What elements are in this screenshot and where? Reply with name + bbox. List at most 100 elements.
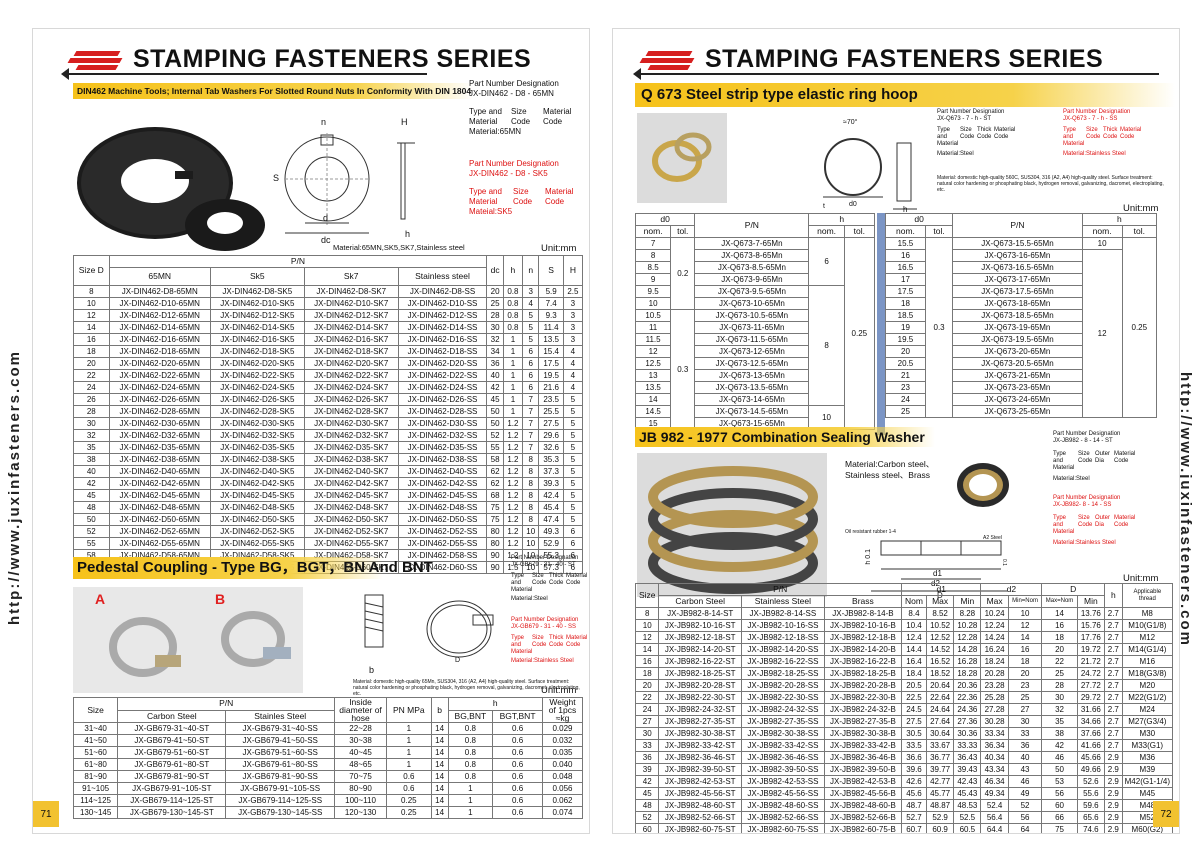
gb-unit: Unit:mm [541, 685, 577, 696]
table-cell: JX-DIN462-D16-SK5 [209, 333, 305, 346]
th-stainless: Stainles Steel [225, 709, 336, 723]
table-cell: JX-JB982-33-42-ST [658, 739, 742, 752]
table-cell: 1 [386, 722, 432, 735]
table-cell: JX-JB982-14-20-B [823, 643, 902, 656]
table-cell: 10 [1007, 607, 1043, 620]
table-cell: 18.28 [953, 667, 982, 680]
table-cell: JX-JB982-8-14-ST [658, 607, 742, 620]
table-cell: JX-DIN462-D20-SK7 [303, 357, 399, 370]
table-cell: JX-GB679-31~40-SS [225, 722, 336, 735]
jb-part-designation-2: Part Number Designation JX-JB982- 8 - 14… [1053, 495, 1173, 547]
table-cell: 9.5 [634, 285, 672, 298]
table-cell: 20 [1007, 667, 1043, 680]
table-cell: JX-DIN462-D55-65MN [108, 537, 211, 550]
dim-n: n [321, 117, 327, 127]
gb-table: Size P/N Inside diameter of hose PN MPa … [72, 697, 583, 819]
q-dim-d0: d0 [849, 201, 857, 208]
dim-dc: dc [321, 235, 331, 245]
th-max: Max [980, 595, 1009, 608]
q673-title-band: Q 673 Steel strip type elastic ring hoop [635, 83, 1175, 107]
th-h: h [1103, 583, 1123, 608]
table-cell: 52 [73, 525, 110, 538]
q673-material-note: Material: domestic high-quality 560C, SU… [937, 175, 1164, 193]
table-cell: M14(G1/4) [1121, 643, 1174, 656]
table-cell: JX-JB982-36-46-ST [658, 751, 742, 764]
table-cell: 40.34 [980, 751, 1009, 764]
th-pnmpa: PN MPa [386, 697, 432, 723]
table-cell: 20.36 [953, 679, 982, 692]
table-cell: M27(G3/4) [1121, 715, 1174, 728]
table-cell: 2.9 [1103, 751, 1123, 764]
table-cell: JX-DIN462-D45-SK5 [209, 489, 305, 502]
table-cell: 35.3 [538, 453, 564, 466]
table-cell: 3 [562, 309, 584, 322]
table-cell: 7 [521, 393, 540, 406]
table-cell: JX-DIN462-D48-SS [397, 501, 488, 514]
table-cell: 91~105 [72, 782, 119, 795]
table-cell: JX-Q673-20.5-65Mn [952, 357, 1083, 370]
pd-title: Part Number Designation [469, 79, 559, 88]
q673-divider [877, 213, 885, 435]
table-cell: 5 [562, 429, 584, 442]
pd-label: Type and Material [511, 573, 533, 593]
table-cell: JX-JB982-48-60-B [823, 799, 902, 812]
table-cell: 23.28 [980, 679, 1009, 692]
table-cell: 0.056 [542, 782, 583, 795]
dim-S: S [273, 173, 280, 183]
table-cell: JX-GB679-61~80-ST [117, 758, 227, 771]
table-cell: 30.36 [953, 727, 982, 740]
table-cell: JX-Q673-9.5-65Mn [694, 285, 810, 298]
table-cell: 6 [521, 345, 540, 358]
table-cell: M42(G1-1/4) [1121, 775, 1174, 788]
table-cell: JX-GB679-114~125-SS [225, 794, 336, 807]
th-pn: P/N [108, 255, 488, 268]
table-cell: 36.34 [980, 739, 1009, 752]
table-cell: 60 [1041, 799, 1078, 812]
table-cell: JX-DIN462-D18-SS [397, 345, 488, 358]
th-D: D [1041, 583, 1105, 596]
pd-label: Material Code [566, 573, 588, 586]
table-cell: 22 [1041, 655, 1078, 668]
th-carbon: Carbon Steel [117, 709, 227, 723]
table-cell: 1 [447, 794, 494, 807]
table-cell: M22(G1/2) [1121, 691, 1174, 704]
table-cell: 6 [808, 237, 845, 286]
table-cell: JX-JB982-18-25-B [823, 667, 902, 680]
table-cell: 22.36 [953, 691, 982, 704]
table-cell: 34.66 [1076, 715, 1105, 728]
table-cell: 1.2 [502, 489, 523, 502]
table-cell: JX-DIN462-D48-SK5 [209, 501, 305, 514]
table-cell: M10(G1/8) [1121, 619, 1174, 632]
table-cell: 18 [1041, 631, 1078, 644]
table-cell: JX-DIN462-D10-SK7 [303, 297, 399, 310]
table-cell: 20 [1041, 643, 1078, 656]
table-cell: JX-DIN462-D40-SS [397, 465, 488, 478]
table-cell: 36.43 [953, 751, 982, 764]
right-page: STAMPING FASTENERS SERIES Q 673 Steel st… [612, 28, 1180, 834]
table-cell: 55 [486, 441, 504, 454]
table-cell: 14 [430, 806, 449, 819]
table-cell: 14 [430, 746, 449, 759]
table-cell: 0.6 [492, 722, 543, 735]
table-cell: 4 [521, 297, 540, 310]
table-cell: JX-JB982-22-30-SS [740, 691, 825, 704]
table-cell: 43.34 [980, 763, 1009, 776]
table-cell: 42.43 [953, 775, 982, 788]
table-cell: 6 [562, 561, 584, 574]
table-cell: 22.5 [900, 691, 927, 704]
table-cell: JX-Q673-10-65Mn [694, 297, 810, 310]
th-size: Size [72, 697, 119, 723]
table-cell: 35 [73, 441, 110, 454]
table-cell: JX-DIN462-D52-SK5 [209, 525, 305, 538]
table-cell: JX-DIN462-D30-65MN [108, 417, 211, 430]
table-cell: 42.4 [538, 489, 564, 502]
table-cell: JX-DIN462-D35-SK7 [303, 441, 399, 454]
table-cell: 16.52 [925, 655, 955, 668]
logo-icon [67, 49, 125, 71]
